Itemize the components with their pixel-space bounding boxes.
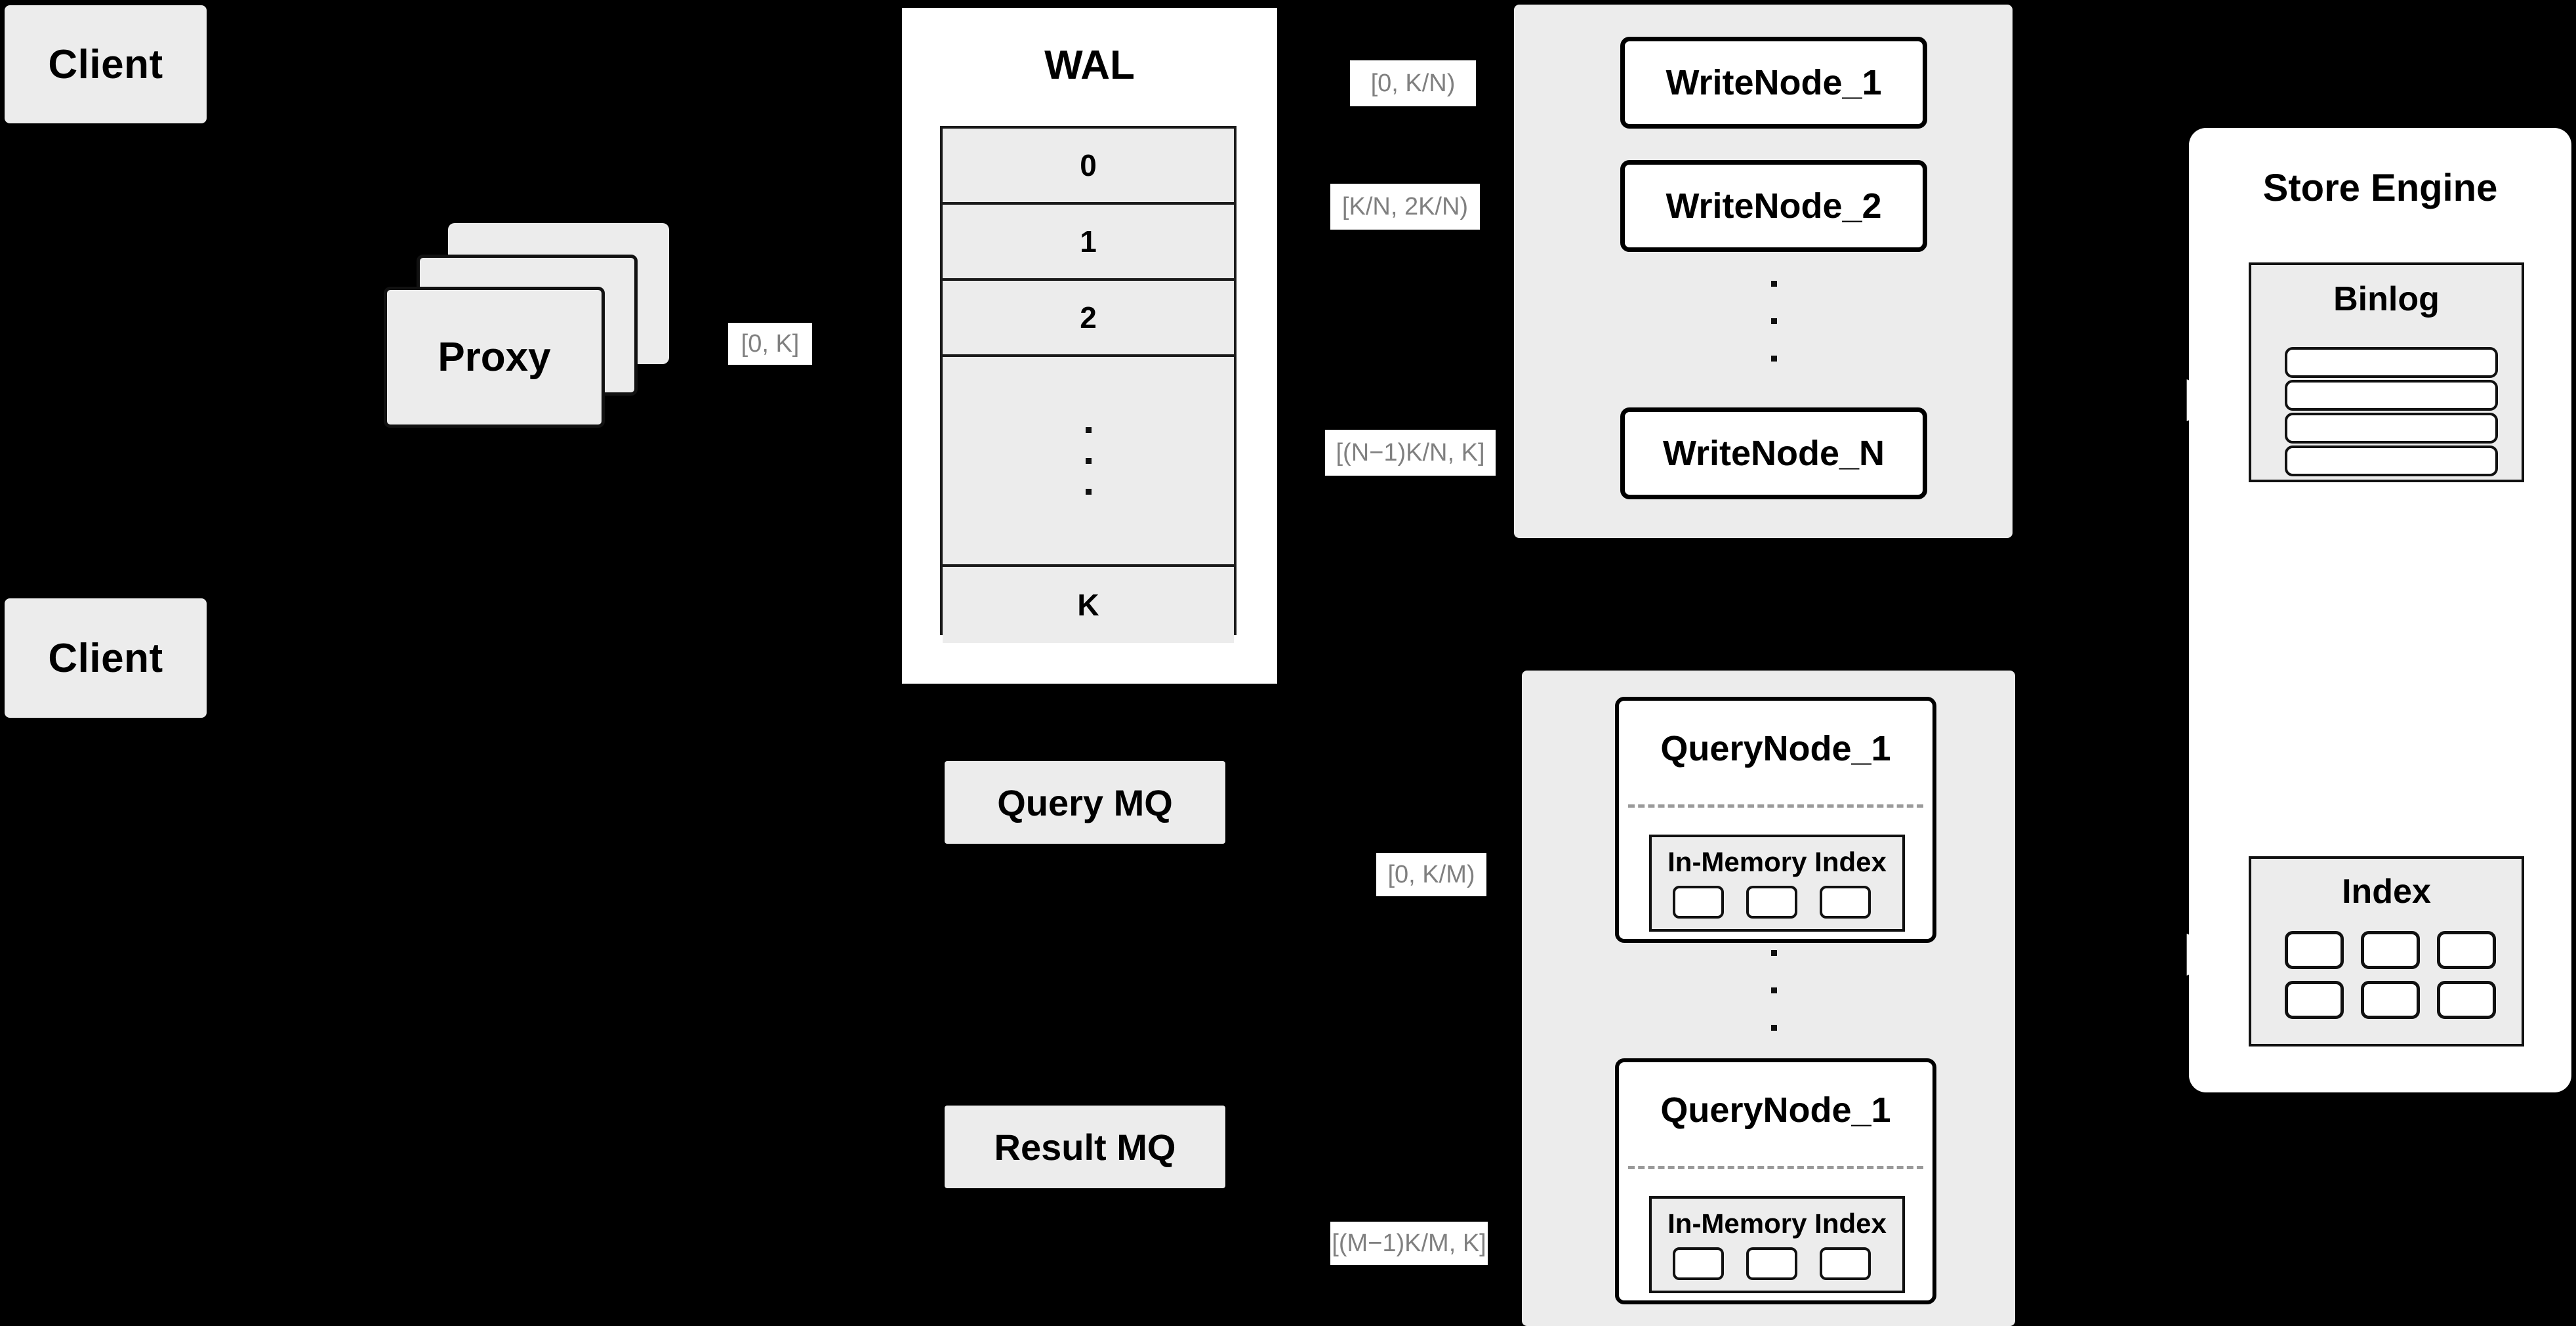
store-engine-panel: Store Engine Binlog Index: [2189, 128, 2571, 1092]
binlog-segment: [2285, 413, 2498, 444]
tag-write-node-1: [0, K/N): [1350, 60, 1476, 106]
tag-query-node-m: [(M−1)K/M, K]: [1330, 1222, 1488, 1265]
index-cell: [1673, 1247, 1724, 1280]
index-cell: [1820, 1247, 1871, 1280]
query-node-1[interactable]: QueryNode_1 In-Memory Index: [1615, 697, 1936, 943]
query-mq-label: Query MQ: [997, 781, 1173, 823]
in-memory-index-label: In-Memory Index: [1667, 846, 1887, 877]
vertical-dot: [1771, 950, 1777, 956]
vertical-dot: [1771, 356, 1777, 362]
wal-table: 0 1 2 K: [940, 126, 1237, 643]
index-cell: [2285, 981, 2344, 1019]
in-memory-index-1: In-Memory Index: [1649, 835, 1905, 932]
query-node-label: QueryNode_1: [1660, 1090, 1891, 1130]
vertical-dot: [1085, 426, 1092, 433]
vertical-dot: [1085, 488, 1092, 495]
tag-write-node-n: [(N−1)K/N, K]: [1325, 430, 1496, 476]
tag-write-node-2: [K/N, 2K/N): [1330, 184, 1480, 230]
write-node-n[interactable]: WriteNode_N: [1620, 407, 1927, 499]
wal-row: K: [943, 567, 1234, 643]
index-cell: [1746, 1247, 1797, 1280]
wal-row: 0: [943, 129, 1234, 205]
query-node-m[interactable]: QueryNode_1 In-Memory Index: [1615, 1058, 1936, 1304]
query-node-divider: [1628, 804, 1923, 808]
proxy-label: Proxy: [438, 335, 551, 380]
vertical-dot: [1771, 1025, 1777, 1031]
index-cell: [2437, 931, 2496, 969]
wal-row-ellipsis: [943, 357, 1234, 567]
binlog-segment: [2285, 347, 2498, 378]
vertical-dot: [1771, 281, 1777, 287]
index-cell: [2437, 981, 2496, 1019]
vertical-dot: [1771, 318, 1777, 324]
vertical-dot: [1771, 987, 1777, 993]
write-node-2[interactable]: WriteNode_2: [1620, 160, 1927, 252]
binlog-title: Binlog: [2333, 280, 2440, 318]
index-cell: [2361, 931, 2420, 969]
write-cluster-ellipsis: [1771, 281, 1777, 362]
client-box-1[interactable]: Client: [5, 5, 207, 123]
result-mq-box[interactable]: Result MQ: [945, 1106, 1225, 1188]
binlog-panel: Binlog: [2249, 262, 2524, 482]
index-cell: [1820, 886, 1871, 919]
tag-proxy-to-wal: [0, K]: [728, 323, 812, 365]
result-mq-label: Result MQ: [994, 1126, 1176, 1168]
index-cell: [2361, 981, 2420, 1019]
store-engine-title: Store Engine: [2262, 167, 2498, 209]
client-box-2[interactable]: Client: [5, 598, 207, 718]
wal-title: WAL: [1044, 43, 1135, 88]
proxy-box[interactable]: Proxy: [384, 287, 605, 428]
index-cell: [1746, 886, 1797, 919]
in-memory-index-m: In-Memory Index: [1649, 1196, 1905, 1293]
wal-panel: WAL 0 1 2 K: [899, 5, 1280, 687]
in-memory-index-label: In-Memory Index: [1667, 1208, 1887, 1239]
client-label: Client: [48, 635, 163, 681]
query-mq-box[interactable]: Query MQ: [945, 761, 1225, 844]
write-node-label: WriteNode_2: [1666, 186, 1882, 226]
tag-query-node-1: [0, K/M): [1376, 853, 1486, 896]
client-label: Client: [48, 41, 163, 87]
index-panel: Index: [2249, 856, 2524, 1046]
index-title: Index: [2342, 873, 2431, 911]
query-node-label: QueryNode_1: [1660, 729, 1891, 768]
write-node-1[interactable]: WriteNode_1: [1620, 37, 1927, 129]
index-cell: [1673, 886, 1724, 919]
query-cluster-ellipsis: [1771, 950, 1777, 1031]
write-node-label: WriteNode_N: [1662, 434, 1885, 473]
binlog-segment: [2285, 380, 2498, 411]
index-cell: [2285, 931, 2344, 969]
binlog-segment: [2285, 445, 2498, 476]
query-node-divider: [1628, 1166, 1923, 1169]
write-node-label: WriteNode_1: [1666, 63, 1882, 102]
wal-row: 2: [943, 281, 1234, 357]
vertical-dot: [1085, 457, 1092, 464]
wal-row: 1: [943, 205, 1234, 281]
